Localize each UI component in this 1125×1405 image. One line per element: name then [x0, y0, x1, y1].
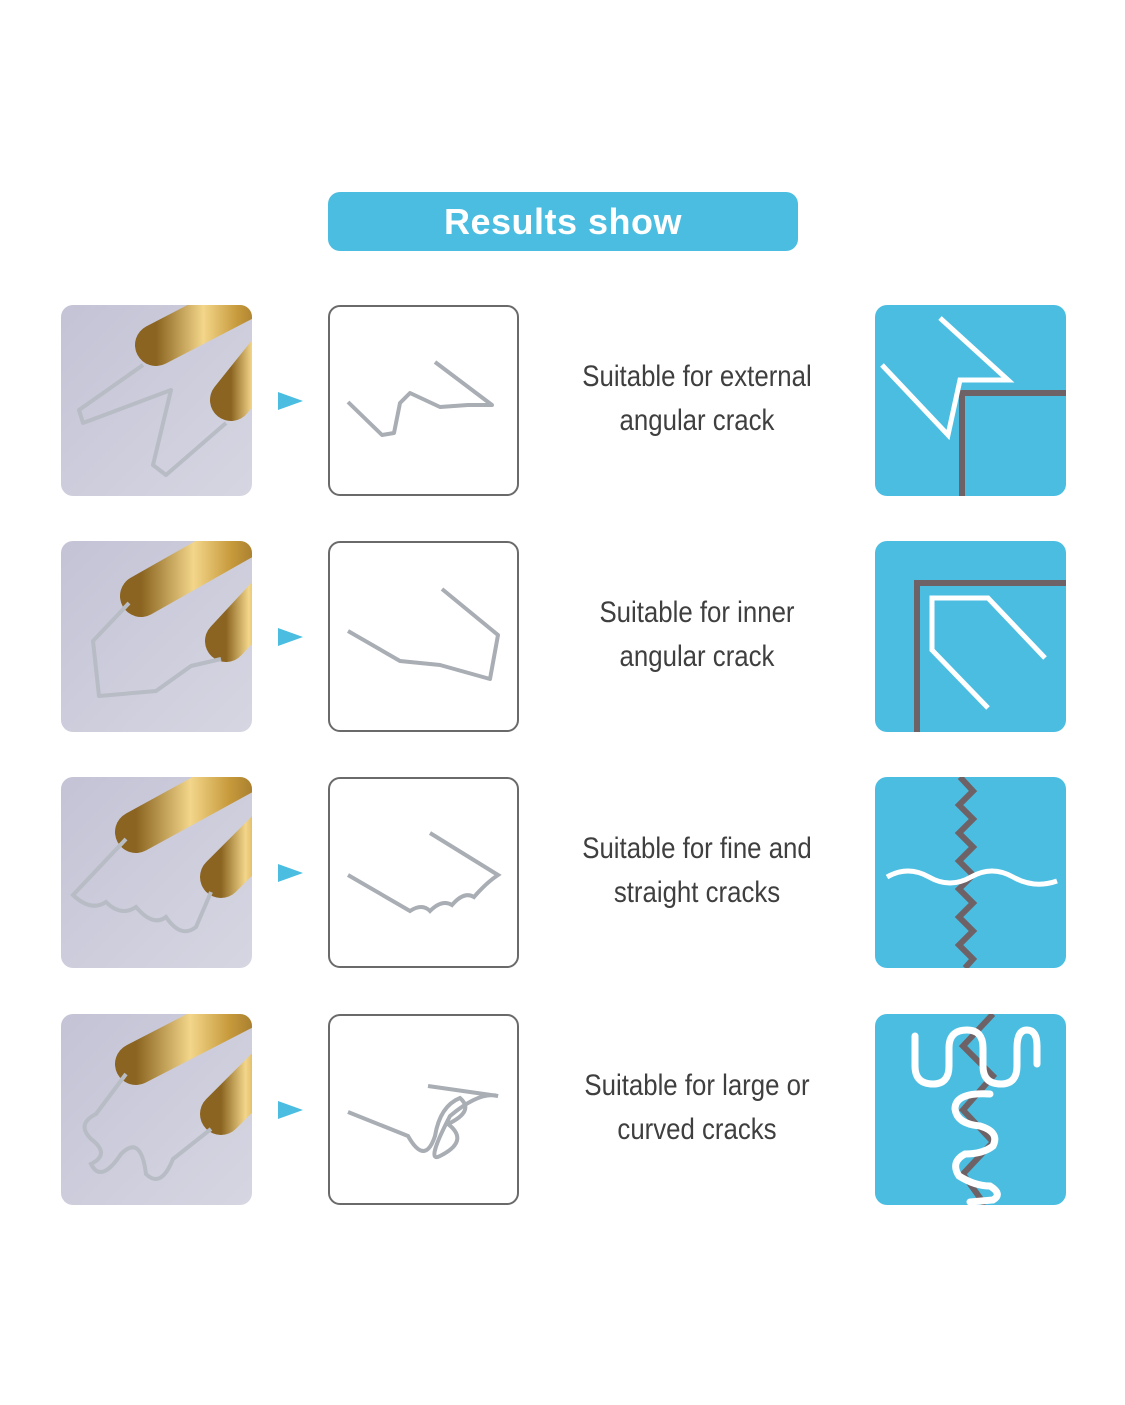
welding-photo: [61, 305, 252, 496]
description: Suitable for fine and straight cracks: [540, 827, 854, 915]
description: Suitable for external angular crack: [540, 355, 854, 443]
fine-straight-crack-icon: [875, 777, 1066, 968]
result-row-large-curved: Suitable for large or curved cracks: [0, 1014, 1125, 1205]
arrow-icon: [278, 864, 303, 882]
welding-photo: [61, 1014, 252, 1205]
staple-image: [328, 541, 519, 732]
staple-image: [328, 305, 519, 496]
arrow-icon: [278, 628, 303, 646]
description-line: Suitable for fine and: [582, 832, 812, 865]
description-line: straight cracks: [613, 876, 781, 909]
arrow-icon: [278, 392, 303, 410]
staple-image: [328, 1014, 519, 1205]
large-curved-crack-icon: [875, 1014, 1066, 1205]
result-row-fine-straight: Suitable for fine and straight cracks: [0, 777, 1125, 968]
description-line: Suitable for large or: [584, 1069, 810, 1102]
description-line: angular crack: [619, 640, 775, 673]
description: Suitable for large or curved cracks: [540, 1064, 854, 1152]
result-row-inner-angular: Suitable for inner angular crack: [0, 541, 1125, 732]
inner-angular-crack-icon: [875, 541, 1066, 732]
staple-image: [328, 777, 519, 968]
arrow-icon: [278, 1101, 303, 1119]
welding-photo: [61, 541, 252, 732]
description-line: Suitable for external: [582, 360, 812, 393]
welding-photo: [61, 777, 252, 968]
description-line: curved cracks: [617, 1113, 777, 1146]
results-show-banner: Results show: [328, 192, 798, 251]
external-angular-crack-icon: [875, 305, 1066, 496]
description: Suitable for inner angular crack: [540, 591, 854, 679]
result-row-external-angular: Suitable for external angular crack: [0, 305, 1125, 496]
description-line: Suitable for inner: [599, 596, 795, 629]
description-line: angular crack: [619, 404, 775, 437]
